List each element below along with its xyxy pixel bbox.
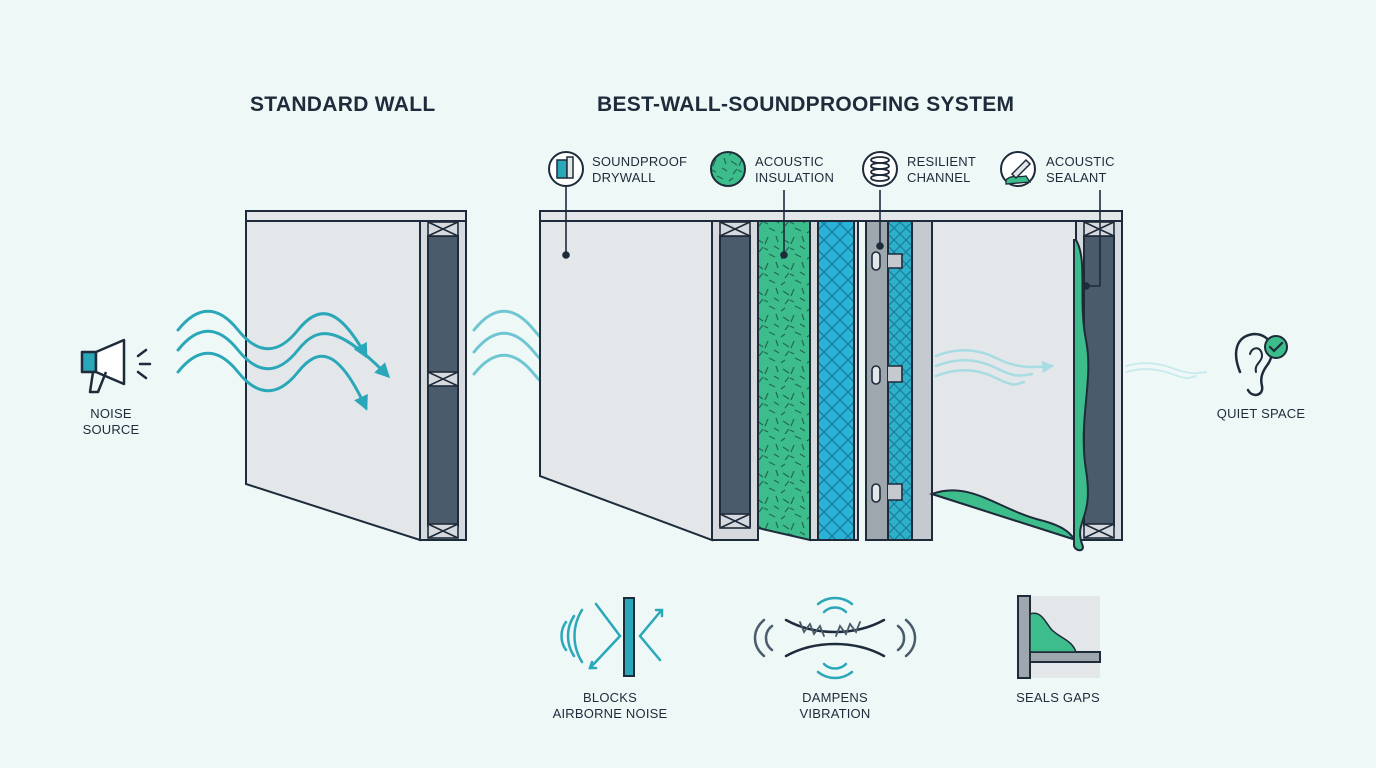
- noise-waves-faint: [934, 349, 1055, 386]
- megaphone-icon: [80, 338, 152, 394]
- dampens-vibration-icon: [753, 596, 917, 680]
- noise-waves-residual: [1125, 362, 1207, 379]
- benefit-seals-line1: SEALS GAPS: [1016, 690, 1100, 705]
- ear-check-icon: [1234, 332, 1288, 397]
- benefit-dampens-label: DAMPENS VIBRATION: [765, 690, 905, 722]
- seals-gaps-icon: [1017, 595, 1101, 679]
- legend-drywall-line1: SOUNDPROOF: [592, 154, 688, 169]
- coil-icon: [862, 151, 898, 187]
- legend-insulation-line2: INSULATION: [755, 170, 835, 185]
- noise-source-label: NOISE SOURCE: [66, 406, 156, 438]
- benefit-blocks-label: BLOCKS AIRBORNE NOISE: [540, 690, 680, 722]
- insulation-icon: [710, 151, 746, 187]
- sealant-icon: [1000, 151, 1036, 187]
- system-wall: [539, 210, 1123, 552]
- system-title: BEST-WALL-SOUNDPROOFING SYSTEM: [597, 93, 1015, 116]
- legend-sealant-line1: ACOUSTIC: [1046, 154, 1115, 169]
- legend-item-sealant: ACOUSTIC SEALANT: [1046, 154, 1115, 186]
- benefit-dampens-line1: DAMPENS: [802, 690, 868, 705]
- legend-sealant-line2: SEALANT: [1046, 170, 1107, 185]
- noise-source-line2: SOURCE: [82, 422, 140, 437]
- benefit-blocks-line2: AIRBORNE NOISE: [552, 706, 668, 721]
- legend-leaders: [562, 186, 1101, 290]
- legend-channel-line2: CHANNEL: [907, 170, 971, 185]
- noise-waves-strong: [176, 309, 391, 411]
- legend-item-channel: RESILIENT CHANNEL: [907, 154, 976, 186]
- standard-wall: [245, 210, 467, 542]
- noise-source-line1: NOISE: [90, 406, 132, 421]
- benefit-blocks-line1: BLOCKS: [583, 690, 637, 705]
- standard-wall-title: STANDARD WALL: [250, 93, 436, 116]
- quiet-space-label: QUIET SPACE: [1216, 406, 1306, 421]
- legend-insulation-line1: ACOUSTIC: [755, 154, 824, 169]
- legend-item-insulation: ACOUSTIC INSULATION: [755, 154, 834, 186]
- legend-drywall-line2: DRYWALL: [592, 170, 656, 185]
- blocks-noise-icon: [560, 597, 664, 677]
- legend-item-drywall: SOUNDPROOF DRYWALL: [592, 154, 687, 186]
- legend-channel-line1: RESILIENT: [907, 154, 976, 169]
- benefit-seals-label: SEALS GAPS: [988, 690, 1128, 706]
- drywall-icon: [548, 151, 584, 187]
- benefit-dampens-line2: VIBRATION: [799, 706, 871, 721]
